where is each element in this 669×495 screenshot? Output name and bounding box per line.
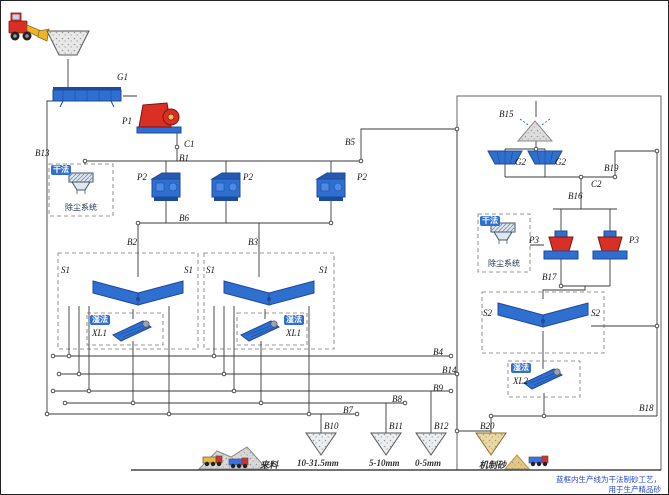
label-g1: G1 bbox=[117, 72, 128, 82]
label-b17: B17 bbox=[542, 272, 557, 282]
label-p3-1: P3 bbox=[529, 235, 539, 245]
label-s1-3: S1 bbox=[206, 265, 215, 275]
label-xl1-1: XL1 bbox=[92, 328, 108, 338]
label-dust-system-1: 除尘系统 bbox=[65, 203, 97, 212]
label-p1: P1 bbox=[122, 116, 132, 126]
label-b12: B12 bbox=[434, 421, 449, 431]
screen-box-1 bbox=[57, 252, 199, 350]
washer-box-2 bbox=[236, 312, 308, 346]
product-label-10-31mm: 10-31.5mm bbox=[297, 458, 339, 468]
vibrating-feeder-g1 bbox=[52, 87, 122, 108]
label-c2: C2 bbox=[591, 179, 602, 189]
dust-system-box-1 bbox=[48, 163, 114, 217]
dust-collector-2 bbox=[490, 222, 516, 245]
label-dust-system-2: 除尘系统 bbox=[488, 259, 520, 268]
dust-collector-1 bbox=[68, 172, 94, 195]
label-s2-1: S2 bbox=[483, 308, 492, 318]
jaw-crusher-p1 bbox=[136, 102, 182, 134]
label-xl2: XL2 bbox=[513, 376, 529, 386]
product-bin-sand bbox=[475, 432, 507, 456]
product-bin-10-31mm bbox=[305, 432, 337, 456]
vibrating-screen-s2 bbox=[497, 302, 589, 328]
label-s1-4: S1 bbox=[319, 265, 328, 275]
dashed-group-boxes bbox=[48, 163, 605, 398]
impact-crusher-p2-3 bbox=[316, 172, 346, 202]
label-c1: C1 bbox=[184, 139, 195, 149]
cone-crusher-p3-1 bbox=[543, 228, 579, 260]
product-label-5-10mm: 5-10mm bbox=[369, 458, 400, 468]
truck-icon-2 bbox=[228, 457, 249, 469]
label-b20: B20 bbox=[480, 421, 495, 431]
label-p2-1: P2 bbox=[137, 172, 147, 182]
vibrating-screen-s1-2 bbox=[223, 280, 315, 306]
impact-crusher-p2-2 bbox=[211, 172, 241, 202]
label-b5: B5 bbox=[345, 137, 355, 147]
wheel-loader-icon bbox=[8, 12, 50, 42]
feed-hopper bbox=[46, 30, 90, 56]
label-s1-2: S1 bbox=[184, 265, 193, 275]
dust-system-box-2 bbox=[477, 213, 531, 273]
label-s1-1: S1 bbox=[61, 265, 70, 275]
sand-pile bbox=[503, 454, 531, 470]
footnote-line-2: 用于生产精品砂 bbox=[608, 484, 662, 494]
label-s2-2: S2 bbox=[591, 308, 600, 318]
product-label-0-5mm: 0-5mm bbox=[415, 458, 441, 468]
label-b15: B15 bbox=[499, 109, 514, 119]
label-p2-3: P2 bbox=[357, 172, 367, 182]
label-b13: B13 bbox=[35, 148, 50, 158]
label-b14: B14 bbox=[442, 365, 457, 375]
cone-crusher-p3-2 bbox=[592, 228, 628, 260]
label-p2-2: P2 bbox=[243, 172, 253, 182]
truck-icon-1 bbox=[202, 455, 223, 467]
tag-wet-1: 湿法 bbox=[90, 315, 110, 325]
impact-crusher-p2-1 bbox=[151, 172, 181, 202]
label-b8: B8 bbox=[392, 394, 402, 404]
label-b11: B11 bbox=[389, 421, 403, 431]
label-p3-2: P3 bbox=[629, 235, 639, 245]
washer-box-1 bbox=[86, 312, 164, 346]
junction-points bbox=[44, 126, 660, 434]
label-g2-1: G2 bbox=[515, 157, 526, 167]
label-b10: B10 bbox=[324, 421, 339, 431]
tag-dry-1: 干法 bbox=[51, 165, 71, 175]
sand-washer-xl1-1 bbox=[112, 320, 152, 342]
label-b18: B18 bbox=[639, 403, 654, 413]
label-b7: B7 bbox=[343, 405, 353, 415]
tag-wet-3: 湿法 bbox=[511, 363, 531, 373]
footnote: 蓝框内生产线为干法制砂工艺， 用于生产精品砂 bbox=[553, 475, 661, 494]
label-b9: B9 bbox=[433, 383, 443, 393]
incoming-material-pile bbox=[197, 446, 269, 470]
label-b19: B19 bbox=[604, 163, 619, 173]
product-label-sand: 机制砂 bbox=[479, 460, 507, 470]
label-b16: B16 bbox=[568, 191, 583, 201]
tag-wet-2: 湿法 bbox=[284, 315, 304, 325]
sand-washer-xl1-2 bbox=[240, 320, 280, 342]
product-bin-5-10mm bbox=[370, 432, 402, 456]
footnote-line-1: 蓝框内生产线为干法制砂工艺， bbox=[556, 475, 661, 484]
label-b4: B4 bbox=[433, 347, 443, 357]
label-xl1-2: XL1 bbox=[286, 328, 302, 338]
screen-box-2 bbox=[203, 252, 335, 350]
label-g2-2: G2 bbox=[555, 157, 566, 167]
stock-pile-b15 bbox=[516, 118, 554, 142]
pipes bbox=[46, 59, 661, 471]
tag-dry-2: 干法 bbox=[480, 216, 500, 226]
vibrating-screen-s1-1 bbox=[92, 280, 184, 306]
product-label-incoming: 来料 bbox=[260, 460, 279, 470]
truck-icon-3 bbox=[528, 455, 549, 467]
label-b3: B3 bbox=[248, 237, 258, 247]
label-b2: B2 bbox=[127, 237, 137, 247]
product-bin-0-5mm bbox=[415, 432, 447, 456]
label-b1: B1 bbox=[179, 153, 189, 163]
label-b6: B6 bbox=[179, 213, 189, 223]
